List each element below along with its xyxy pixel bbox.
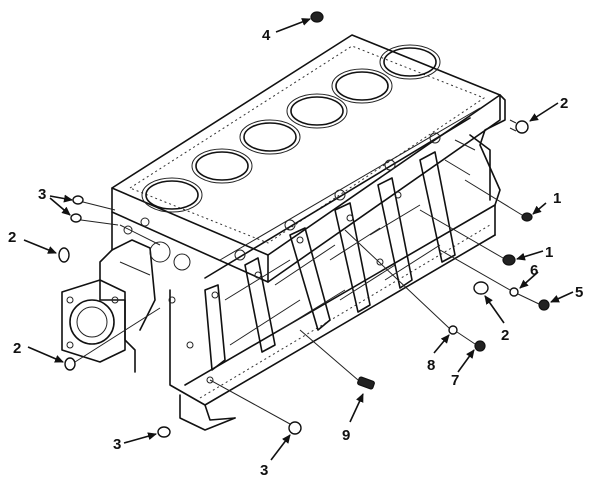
plug-bottom-left <box>157 426 171 438</box>
callout-numbers: 4 2 3 1 2 1 6 5 2 2 8 7 9 3 3 <box>8 27 583 479</box>
cup-plug-side <box>473 281 489 295</box>
loose-parts <box>58 11 550 438</box>
bolt-lower <box>419 209 516 266</box>
callout-3-bottom-left: 3 <box>113 436 121 453</box>
callout-1-lower: 1 <box>545 244 553 261</box>
fitting-9 <box>299 329 375 390</box>
callout-8: 8 <box>427 357 435 374</box>
plug-top <box>310 11 324 23</box>
cylinder-block <box>61 34 506 431</box>
callout-6: 6 <box>530 262 538 279</box>
callout-1-upper: 1 <box>553 190 561 207</box>
callout-5: 5 <box>575 284 583 301</box>
plug-7 <box>456 331 486 352</box>
callout-2-center-right: 2 <box>501 327 509 344</box>
callout-9: 9 <box>342 427 350 444</box>
cup-plug-bottom <box>209 379 302 435</box>
crankcase-webs <box>204 151 456 371</box>
callout-4-top: 4 <box>262 27 271 44</box>
callout-2-upper-right: 2 <box>560 95 568 112</box>
callout-2-lower-left: 2 <box>13 340 21 357</box>
small-plugs-3 <box>70 195 119 226</box>
cup-plug-left-upper <box>58 247 70 263</box>
callout-leaders <box>23 18 574 461</box>
callout-7: 7 <box>451 372 459 389</box>
cup-plug-left-lower <box>64 307 161 371</box>
washer-6 <box>439 249 519 297</box>
callout-3-bottom: 3 <box>260 462 268 479</box>
washer-8 <box>344 229 458 335</box>
callout-3-left: 3 <box>38 186 46 203</box>
cylinder-bores <box>141 44 441 213</box>
bolt-upper <box>464 179 533 222</box>
cup-plug-right <box>509 119 529 134</box>
plug-5 <box>517 293 550 311</box>
callout-2-left: 2 <box>8 229 16 246</box>
